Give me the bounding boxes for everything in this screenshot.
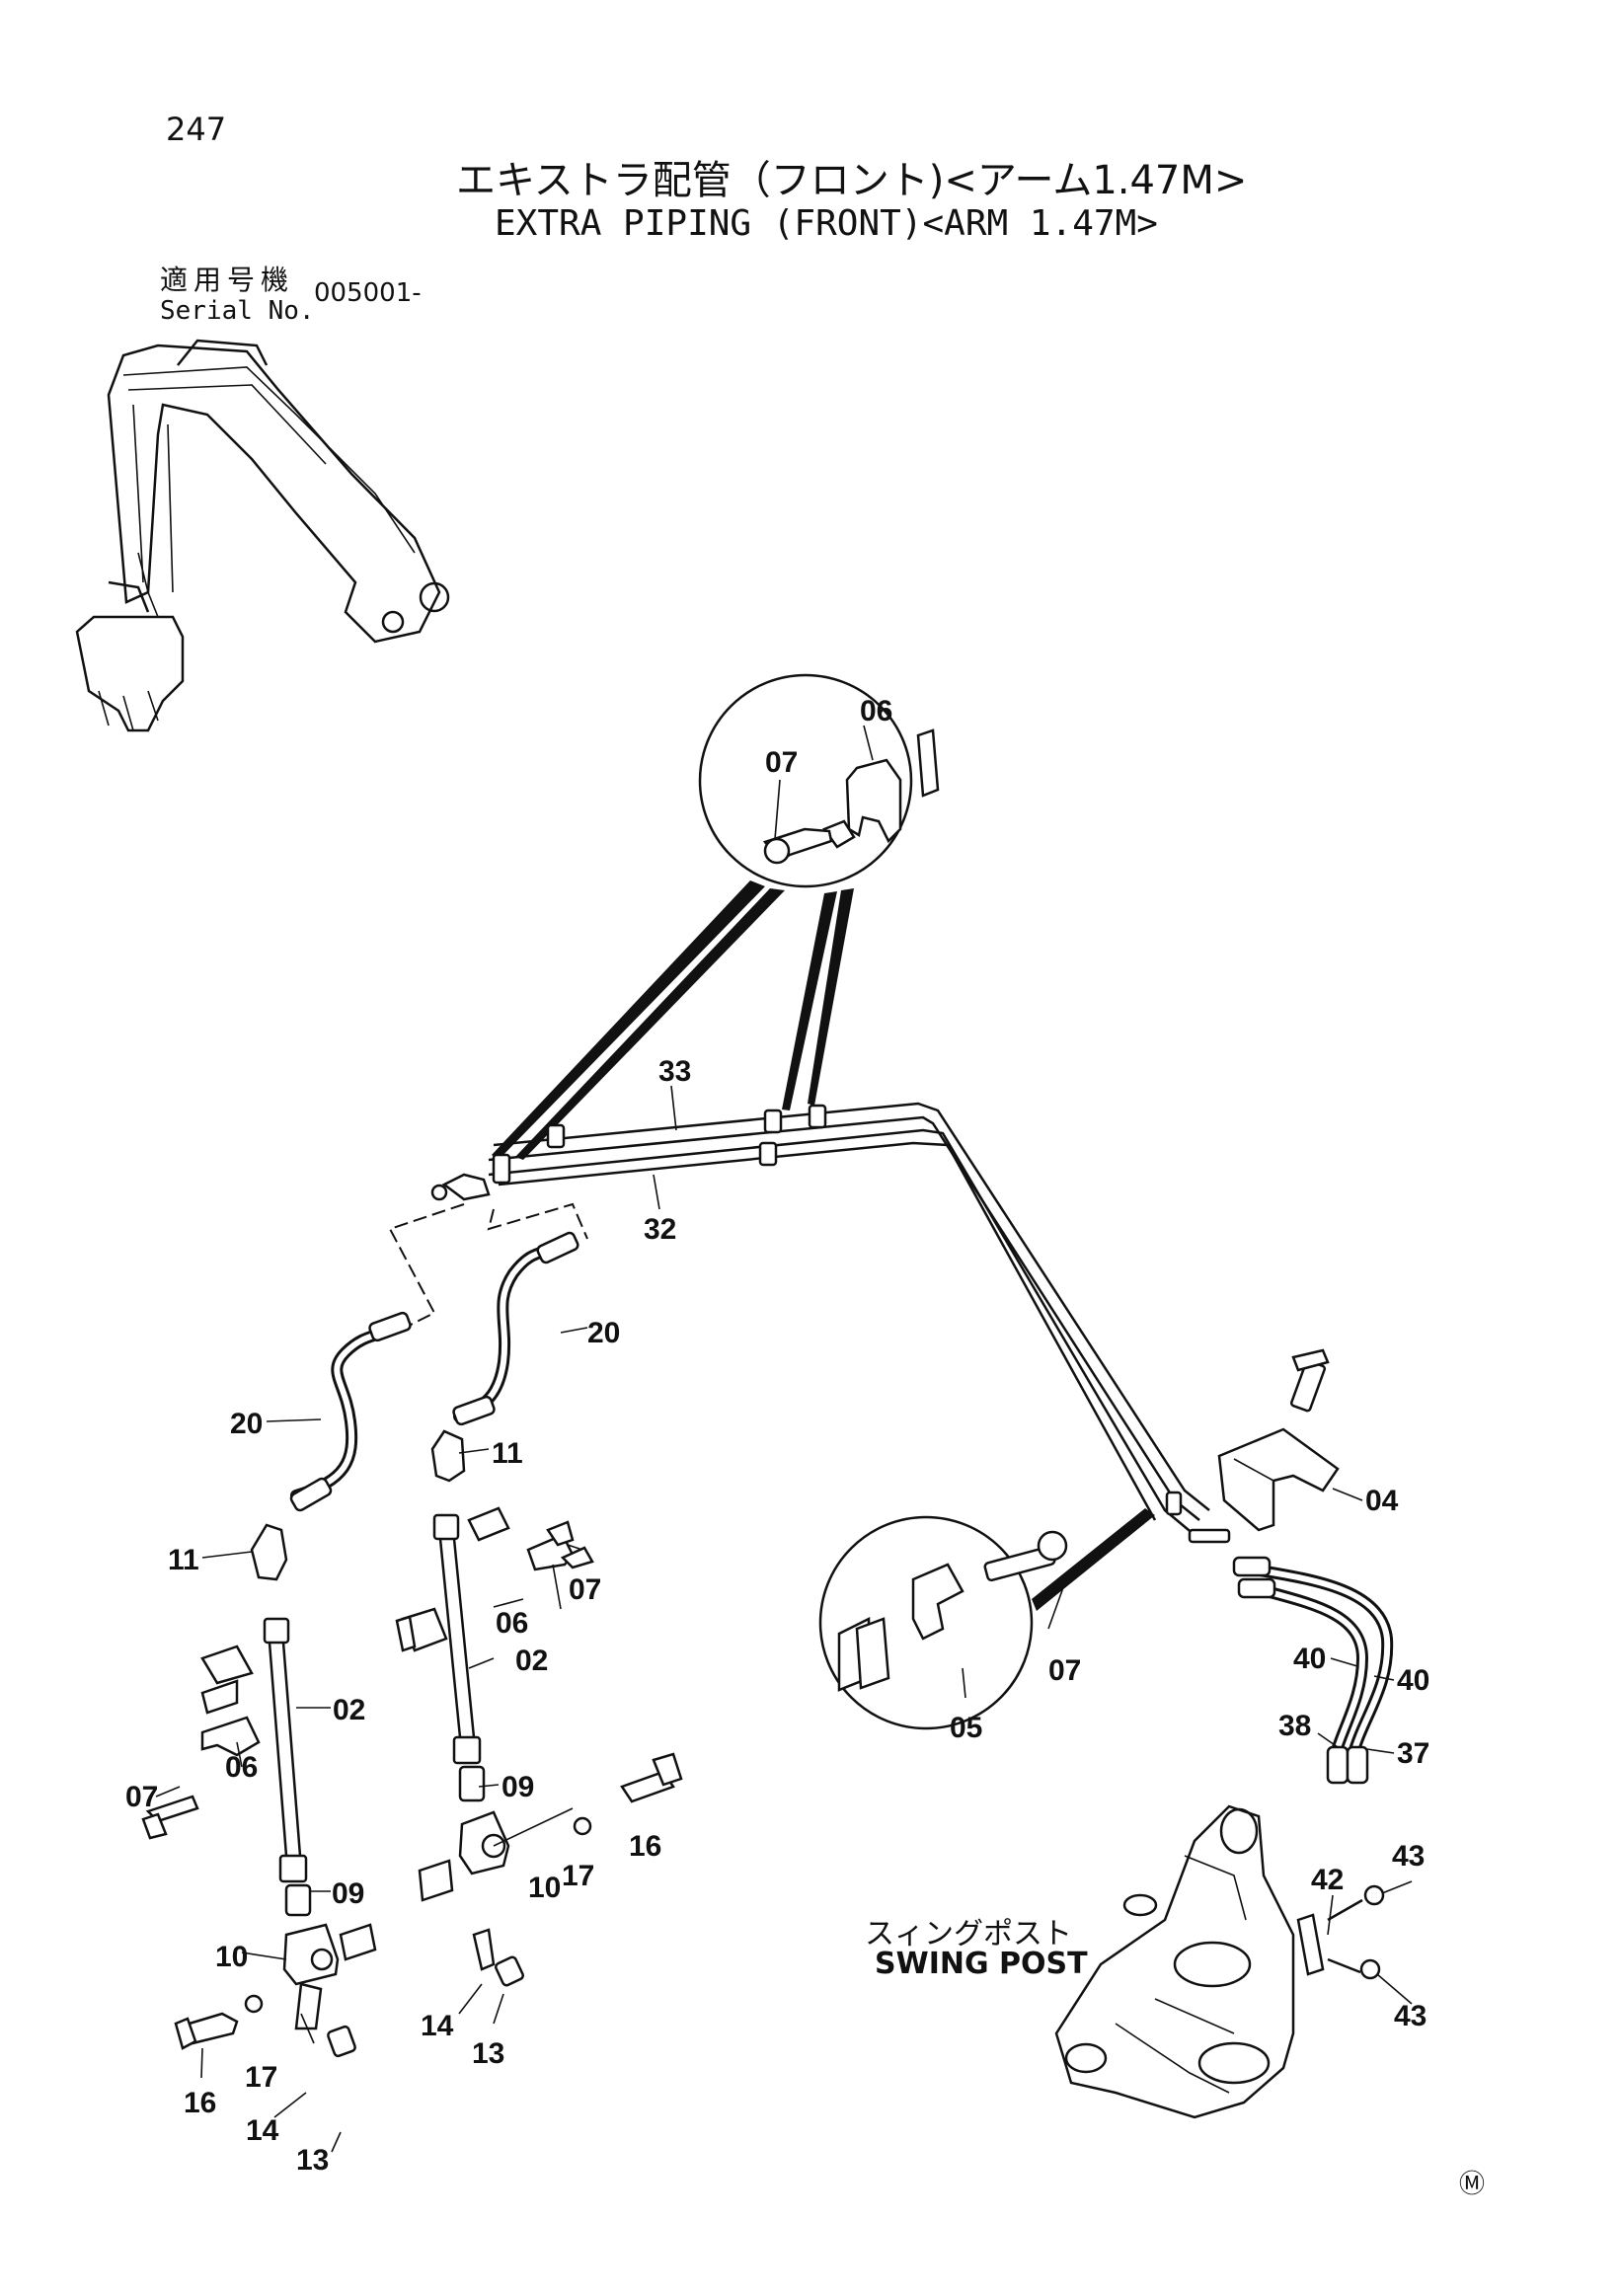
part-label-07-right: 07 (1048, 1654, 1081, 1687)
part-label-07-middle: 07 (569, 1573, 601, 1606)
swing-post-label-jp: スィングポスト (865, 1917, 1072, 1952)
part-label-20-right: 20 (587, 1317, 620, 1349)
part-label-09-middle: 09 (501, 1771, 534, 1803)
part-label-37: 37 (1397, 1737, 1429, 1770)
part-label-38: 38 (1278, 1710, 1311, 1742)
middle-pipe-assembly (395, 1429, 683, 1987)
hose-40-pair (1232, 1556, 1394, 1785)
part-label-33: 33 (658, 1055, 691, 1088)
part-label-16-middle: 16 (629, 1830, 661, 1863)
m-mark: Ⓜ (1459, 2170, 1486, 2199)
part-label-32: 32 (644, 1213, 676, 1246)
part-label-06-top: 06 (860, 695, 892, 727)
cover-bracket-04 (1217, 1348, 1340, 1532)
part-label-14-middle: 14 (421, 2010, 454, 2042)
hose-20-left (289, 1311, 412, 1512)
part-label-17-middle: 17 (562, 1860, 594, 1892)
connection-line-left (388, 1203, 465, 1329)
part-label-17-left: 17 (245, 2061, 277, 2094)
part-label-20-left: 20 (230, 1408, 263, 1440)
left-pipe-assembly (141, 1523, 377, 2058)
part-label-10-middle: 10 (528, 1872, 561, 1904)
page-number: 247 (166, 111, 227, 148)
swing-post-label-en: SWING POST (875, 1947, 1088, 1981)
part-label-43-top: 43 (1392, 1840, 1425, 1873)
part-label-02-left: 02 (333, 1694, 365, 1726)
part-label-40-left: 40 (1293, 1643, 1326, 1675)
serial-label-en: Serial No. (160, 296, 315, 326)
part-label-04: 04 (1365, 1485, 1399, 1517)
part-label-07-left: 07 (125, 1781, 158, 1813)
part-label-40-right: 40 (1397, 1664, 1429, 1697)
part-label-11-middle: 11 (492, 1437, 523, 1470)
part-label-11-left: 11 (168, 1544, 199, 1576)
leader-lines (155, 725, 1413, 2153)
part-label-05: 05 (950, 1712, 982, 1744)
part-label-02-middle: 02 (515, 1645, 548, 1677)
detail-circle-clamp-right (818, 1508, 1155, 1730)
page-title-en: EXTRA PIPING (FRONT)<ARM 1.47M> (495, 203, 1158, 244)
part-label-09-left: 09 (332, 1877, 364, 1910)
swing-post (1054, 1804, 1385, 2119)
part-label-43-bottom: 43 (1394, 2000, 1427, 2032)
detail-circle-clamp (492, 673, 940, 1160)
hose-20-right (452, 1231, 579, 1426)
pipe-assembly (430, 1102, 1231, 1544)
part-label-42: 42 (1311, 1864, 1344, 1896)
part-label-16-left: 16 (184, 2087, 216, 2119)
part-label-06-left: 06 (225, 1751, 258, 1784)
serial-label-jp: 適用号機 (160, 264, 295, 296)
part-label-13-middle: 13 (472, 2037, 504, 2070)
excavator-thumbnail (75, 339, 450, 732)
part-label-07-top: 07 (765, 746, 798, 779)
part-label-10-left: 10 (215, 1941, 248, 1973)
serial-value: 005001- (314, 278, 422, 308)
part-label-14-left: 14 (246, 2114, 279, 2147)
part-label-06-middle: 06 (496, 1607, 528, 1640)
connection-line-right (487, 1202, 588, 1240)
page-title-jp: エキストラ配管（フロント)<アーム1.47M> (456, 158, 1248, 203)
part-label-13-left: 13 (296, 2144, 329, 2177)
